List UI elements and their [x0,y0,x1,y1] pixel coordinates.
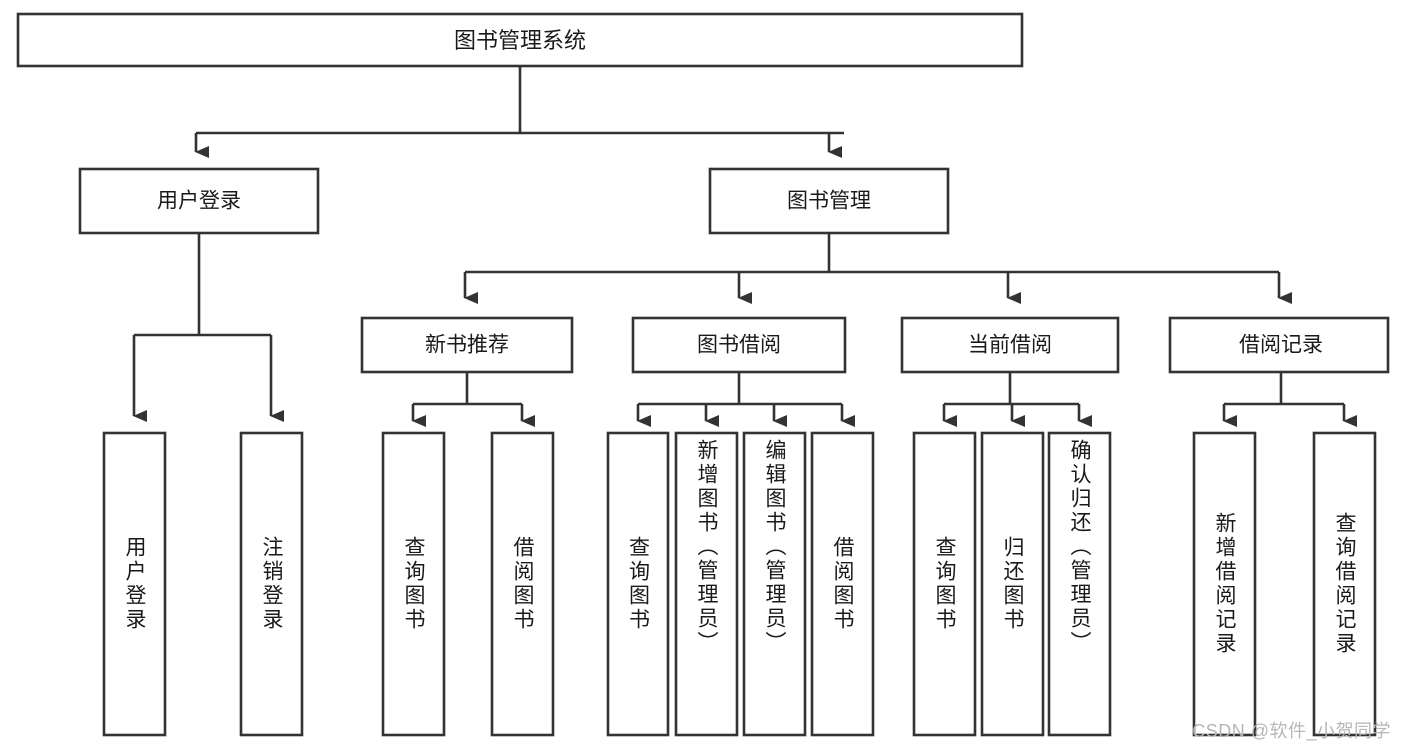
node-user-login-label: 用户登录 [157,190,241,213]
node-leaf-query-record[interactable] [1312,431,1377,737]
connector-new-book-rec-to-leaves [411,372,535,427]
connector-borrow-record-to-leaves [1222,372,1357,427]
node-book-borrow[interactable]: 图书借阅 [631,316,847,374]
node-borrow-record-label: 借阅记录 [1239,334,1323,357]
node-current-borrow[interactable]: 当前借阅 [900,316,1120,374]
node-leaf-add-record[interactable] [1192,431,1257,737]
node-leaf-query-book-3[interactable] [912,431,977,737]
connector-user-login-to-leaves [132,233,284,422]
node-root[interactable]: 图书管理系统 [16,12,1024,68]
node-leaf-user-login[interactable] [102,431,167,737]
node-leaf-return-book[interactable] [980,431,1045,737]
node-leaf-user-logout[interactable] [239,431,304,737]
node-leaf-borrow-book-1[interactable] [490,431,555,737]
node-user-login[interactable]: 用户登录 [78,167,320,235]
node-leaf-confirm-return[interactable] [1047,431,1112,737]
node-leaf-borrow-book-2[interactable] [810,431,875,737]
node-current-borrow-label: 当前借阅 [968,334,1052,357]
connector-root-to-level2 [194,66,844,158]
node-book-manage[interactable]: 图书管理 [708,167,950,235]
node-borrow-record[interactable]: 借阅记录 [1168,316,1390,374]
connector-book-borrow-to-leaves [636,372,855,427]
node-new-book-rec[interactable]: 新书推荐 [360,316,574,374]
node-leaf-query-book-2[interactable] [606,431,670,737]
node-leaf-edit-book[interactable] [742,431,807,737]
node-book-borrow-label: 图书借阅 [697,334,781,357]
connector-book-manage-to-level3 [463,233,1292,304]
connector-current-borrow-to-leaves [942,372,1092,427]
node-new-book-rec-label: 新书推荐 [425,334,509,357]
node-leaf-query-book-1[interactable] [381,431,446,737]
node-leaf-add-book[interactable] [674,431,739,737]
node-book-manage-label: 图书管理 [787,190,871,213]
csdn-watermark: CSDN @软件_小贺同学 [1192,721,1391,741]
node-root-label: 图书管理系统 [454,28,586,53]
